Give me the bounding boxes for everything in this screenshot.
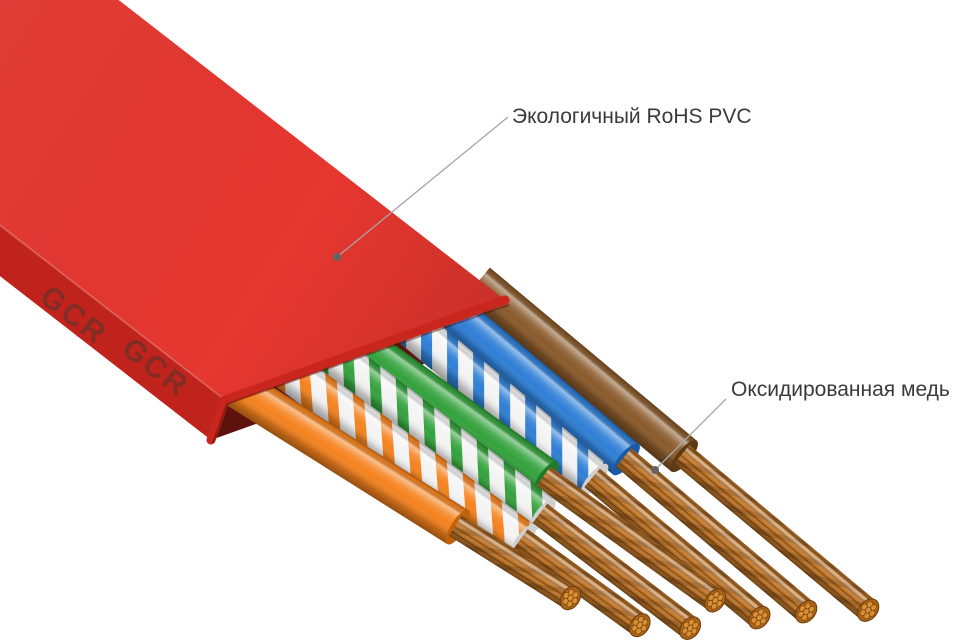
wire-brown-strand-tip xyxy=(857,598,880,622)
copper-material-label: Оксидированная медь xyxy=(731,378,950,401)
wire-white-orange xyxy=(260,342,651,638)
wire-green-strand-tip xyxy=(704,588,727,613)
wire-white-green xyxy=(303,326,702,640)
wire-white-orange-strand-tip xyxy=(628,613,651,638)
wire-orange xyxy=(210,361,582,611)
copper-leader-dot xyxy=(651,466,659,474)
wire-white-blue xyxy=(382,297,771,630)
wire-green xyxy=(331,315,727,613)
wire-brown xyxy=(464,267,880,622)
wire-orange-strand-tip xyxy=(559,585,582,611)
jacket-front-edge-highlight xyxy=(0,224,226,401)
wire-blue-strand-tip xyxy=(795,600,818,624)
wire-white-green-strand-tip xyxy=(679,616,702,640)
wire-blue xyxy=(422,282,818,624)
jacket-front-face xyxy=(0,225,225,440)
wire-white-blue-strand-tip xyxy=(748,605,771,630)
jacket-leader-dot xyxy=(333,253,341,261)
jacket-leader-line xyxy=(336,116,509,258)
jacket-material-label: Экологичный RoHS PVC xyxy=(512,105,752,128)
jacket-cut-rim xyxy=(206,295,510,445)
jacket-cut-rim-shadow xyxy=(212,304,510,444)
copper-leader-line xyxy=(654,398,727,471)
